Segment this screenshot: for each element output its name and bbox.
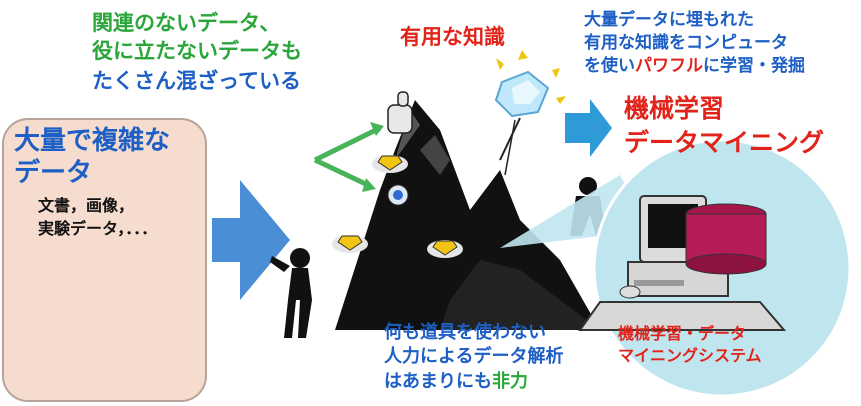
gem-icons bbox=[332, 155, 463, 258]
system-line1: 機械学習・データ bbox=[618, 324, 747, 343]
green-arrows-icon bbox=[313, 125, 382, 189]
left-title-line2: データ bbox=[14, 158, 93, 188]
arrow-right-small bbox=[565, 99, 612, 157]
top-right-line1: 大量データに埋もれた bbox=[584, 10, 754, 30]
top-right-line3: を使いパワフルに学習・発掘 bbox=[584, 56, 805, 76]
bottom-line2: 人力によるデータ解析 bbox=[384, 346, 564, 367]
irrelevant-line1: 関連のないデータ、 bbox=[92, 11, 281, 35]
top-right-line3a: を使い bbox=[584, 56, 635, 76]
top-right-line3b: パワフル bbox=[635, 56, 703, 76]
bottom-line1: 何も道具を使わない bbox=[384, 322, 546, 343]
ml-label: 機械学習 bbox=[624, 94, 725, 123]
bottom-line3a: はあまりにも bbox=[384, 371, 492, 392]
top-right-line2: 有用な知識をコンピュータ bbox=[584, 33, 788, 53]
arrow-right-large bbox=[212, 180, 290, 300]
diamond-icon bbox=[494, 50, 566, 176]
bottom-line3: はあまりにも非力 bbox=[384, 371, 528, 393]
irrelevant-line3: たくさん混ざっている bbox=[92, 69, 301, 93]
dm-label: データマイニング bbox=[624, 128, 825, 157]
system-line2: マイニングシステム bbox=[618, 346, 762, 365]
climber-icon bbox=[387, 91, 413, 134]
top-right-line3c: に学習・発掘 bbox=[703, 56, 805, 76]
irrelevant-line2: 役に立たないデータも bbox=[92, 39, 302, 63]
computer-icon bbox=[578, 195, 787, 331]
left-title-line1: 大量で複雑な bbox=[14, 126, 171, 156]
left-sub-line1: 文書，画像， bbox=[38, 196, 135, 215]
left-sub-line2: 実験データ，．．． bbox=[38, 219, 158, 238]
bottom-line3b: 非力 bbox=[492, 371, 528, 392]
data-panel bbox=[2, 118, 207, 402]
useful-knowledge-label: 有用な知識 bbox=[400, 25, 505, 49]
